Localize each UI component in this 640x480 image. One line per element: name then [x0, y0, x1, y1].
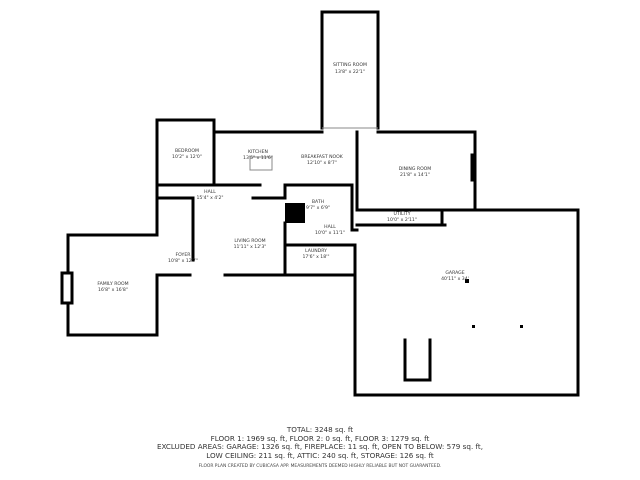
wall-hall-bath: [212, 183, 359, 277]
floor-areas: FLOOR 1: 1969 sq. ft, FLOOR 2: 0 sq. ft,…: [210, 433, 430, 443]
svg-text:UTILITY: UTILITY: [393, 211, 410, 217]
svg-text:DINING ROOM: DINING ROOM: [399, 166, 432, 172]
svg-text:13'5" x 11'6": 13'5" x 11'6": [243, 155, 273, 161]
svg-text:LIVING ROOM: LIVING ROOM: [234, 238, 265, 244]
svg-text:HALL: HALL: [324, 224, 336, 230]
svg-text:10'8" x 12'7": 10'8" x 12'7": [168, 258, 198, 264]
wall-kitchen: [212, 130, 477, 212]
svg-text:9'7" x 6'9": 9'7" x 6'9": [306, 205, 330, 211]
svg-text:12'10" x 8'7": 12'10" x 8'7": [307, 160, 337, 166]
svg-text:10'0" x 11'1": 10'0" x 11'1": [315, 230, 345, 236]
wall-dining-room: [355, 130, 474, 212]
wall-utility: [353, 208, 580, 397]
svg-text:BREAKFAST NOOK: BREAKFAST NOOK: [301, 154, 344, 160]
svg-text:FOYER: FOYER: [176, 252, 192, 258]
svg-text:13'8" x 22'1": 13'8" x 22'1": [335, 69, 365, 75]
area-summary: TOTAL: 3248 sq. ft FLOOR 1: 1969 sq. ft,…: [0, 425, 640, 460]
svg-text:21'8" x 14'1": 21'8" x 14'1": [400, 172, 430, 178]
svg-text:17'6" x 18'": 17'6" x 18'": [302, 254, 329, 260]
svg-text:KITCHEN: KITCHEN: [248, 149, 268, 155]
svg-text:FAMILY ROOM: FAMILY ROOM: [97, 281, 128, 287]
disclaimer: FLOOR PLAN CREATED BY CUBICASA APP. MEAS…: [198, 464, 442, 469]
svg-text:HALL: HALL: [204, 189, 216, 195]
svg-text:16'8" x 16'8": 16'8" x 16'8": [98, 287, 128, 293]
svg-text:BATH: BATH: [312, 199, 324, 205]
excluded-areas-cont: LOW CEILING: 211 sq. ft, ATTIC: 240 sq. …: [206, 450, 434, 460]
svg-text:GARAGE: GARAGE: [445, 270, 464, 276]
wall-bedroom: [155, 118, 216, 187]
wall-living-foyer: [60, 183, 287, 337]
svg-text:SITTING ROOM: SITTING ROOM: [333, 62, 367, 68]
svg-text:15'4" x 4'2": 15'4" x 4'2": [196, 195, 223, 201]
svg-text:40'11" x 34': 40'11" x 34': [441, 276, 469, 282]
wall-sitting-room: [320, 10, 380, 130]
total-area: TOTAL: 3248 sq. ft: [286, 425, 354, 434]
svg-text:BEDROOM: BEDROOM: [175, 148, 199, 154]
svg-text:LAUNDRY: LAUNDRY: [305, 248, 327, 254]
svg-text:11'11" x 12'3": 11'11" x 12'3": [234, 244, 267, 250]
svg-text:10'0" x 2'11": 10'0" x 2'11": [387, 217, 417, 223]
svg-text:10'2" x 12'0": 10'2" x 12'0": [172, 154, 202, 160]
excluded-areas: EXCLUDED AREAS: GARAGE: 1326 sq. ft, FIR…: [156, 442, 484, 452]
